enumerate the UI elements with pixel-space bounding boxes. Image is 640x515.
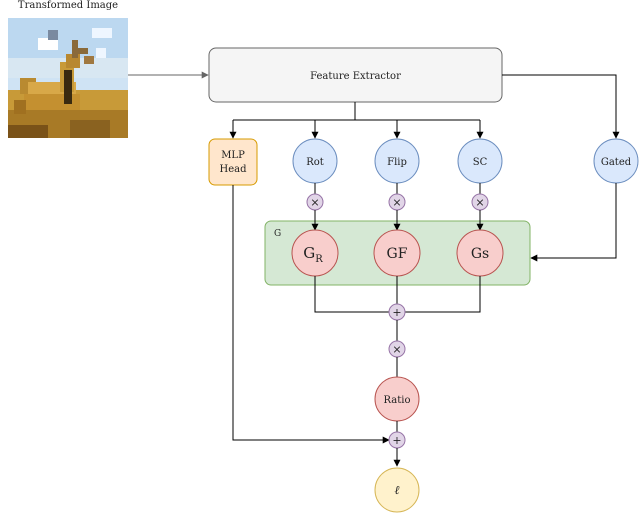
ratio-node: Ratio	[374, 376, 420, 422]
add-op-middle: +	[388, 303, 406, 321]
g-r-sub: R	[315, 254, 323, 265]
flip-label: Flip	[387, 157, 407, 168]
svg-text:×: ×	[310, 196, 319, 209]
branch-to-multiply-edges	[314, 183, 481, 194]
image-caption: Transformed Image	[17, 0, 119, 11]
gated-label: Gated	[601, 157, 632, 168]
add-op-final: +	[388, 431, 406, 449]
gated-node: Gated	[593, 138, 639, 184]
mlp-head-box: MLP Head	[208, 138, 258, 186]
svg-text:×: ×	[392, 343, 401, 356]
g-s-node: Gs	[456, 229, 504, 277]
feature-extractor-box: Feature Extractor	[208, 47, 503, 103]
multiply-op-flip: ×	[388, 193, 406, 211]
sc-label: SC	[473, 157, 488, 168]
g-r-main: G	[303, 244, 315, 262]
extractor-branch-edges	[229, 74, 620, 139]
multiply-op-middle: ×	[388, 340, 406, 358]
transformed-image-thumbnail	[8, 18, 128, 138]
loss-node: ℓ	[374, 467, 420, 513]
g-merge-edges	[314, 276, 481, 313]
g-s-label: Gs	[471, 246, 489, 262]
g-f-label: GF	[387, 246, 408, 262]
mlp-to-final-add-edge	[232, 185, 390, 444]
ratio-label: Ratio	[384, 395, 411, 406]
group-g-label: G	[274, 229, 281, 239]
multiply-to-g-edges	[311, 210, 484, 231]
rot-node: Rot	[292, 138, 338, 184]
g-r-node: GR	[291, 229, 339, 277]
flip-node: Flip	[374, 138, 420, 184]
mlp-head-label-line1: MLP	[221, 150, 245, 161]
svg-text:GR: GR	[303, 244, 323, 265]
multiply-op-sc: ×	[471, 193, 489, 211]
svg-text:+: +	[392, 434, 401, 447]
gated-to-group-edge	[530, 183, 617, 262]
multiply-op-rot: ×	[306, 193, 324, 211]
loss-label: ℓ	[395, 483, 400, 497]
svg-text:+: +	[392, 306, 401, 319]
sc-node: SC	[457, 138, 503, 184]
svg-text:×: ×	[475, 196, 484, 209]
svg-text:×: ×	[392, 196, 401, 209]
mlp-head-label-line2: Head	[219, 164, 247, 175]
rot-label: Rot	[306, 157, 324, 168]
feature-extractor-label: Feature Extractor	[310, 71, 401, 82]
g-f-node: GF	[373, 229, 421, 277]
